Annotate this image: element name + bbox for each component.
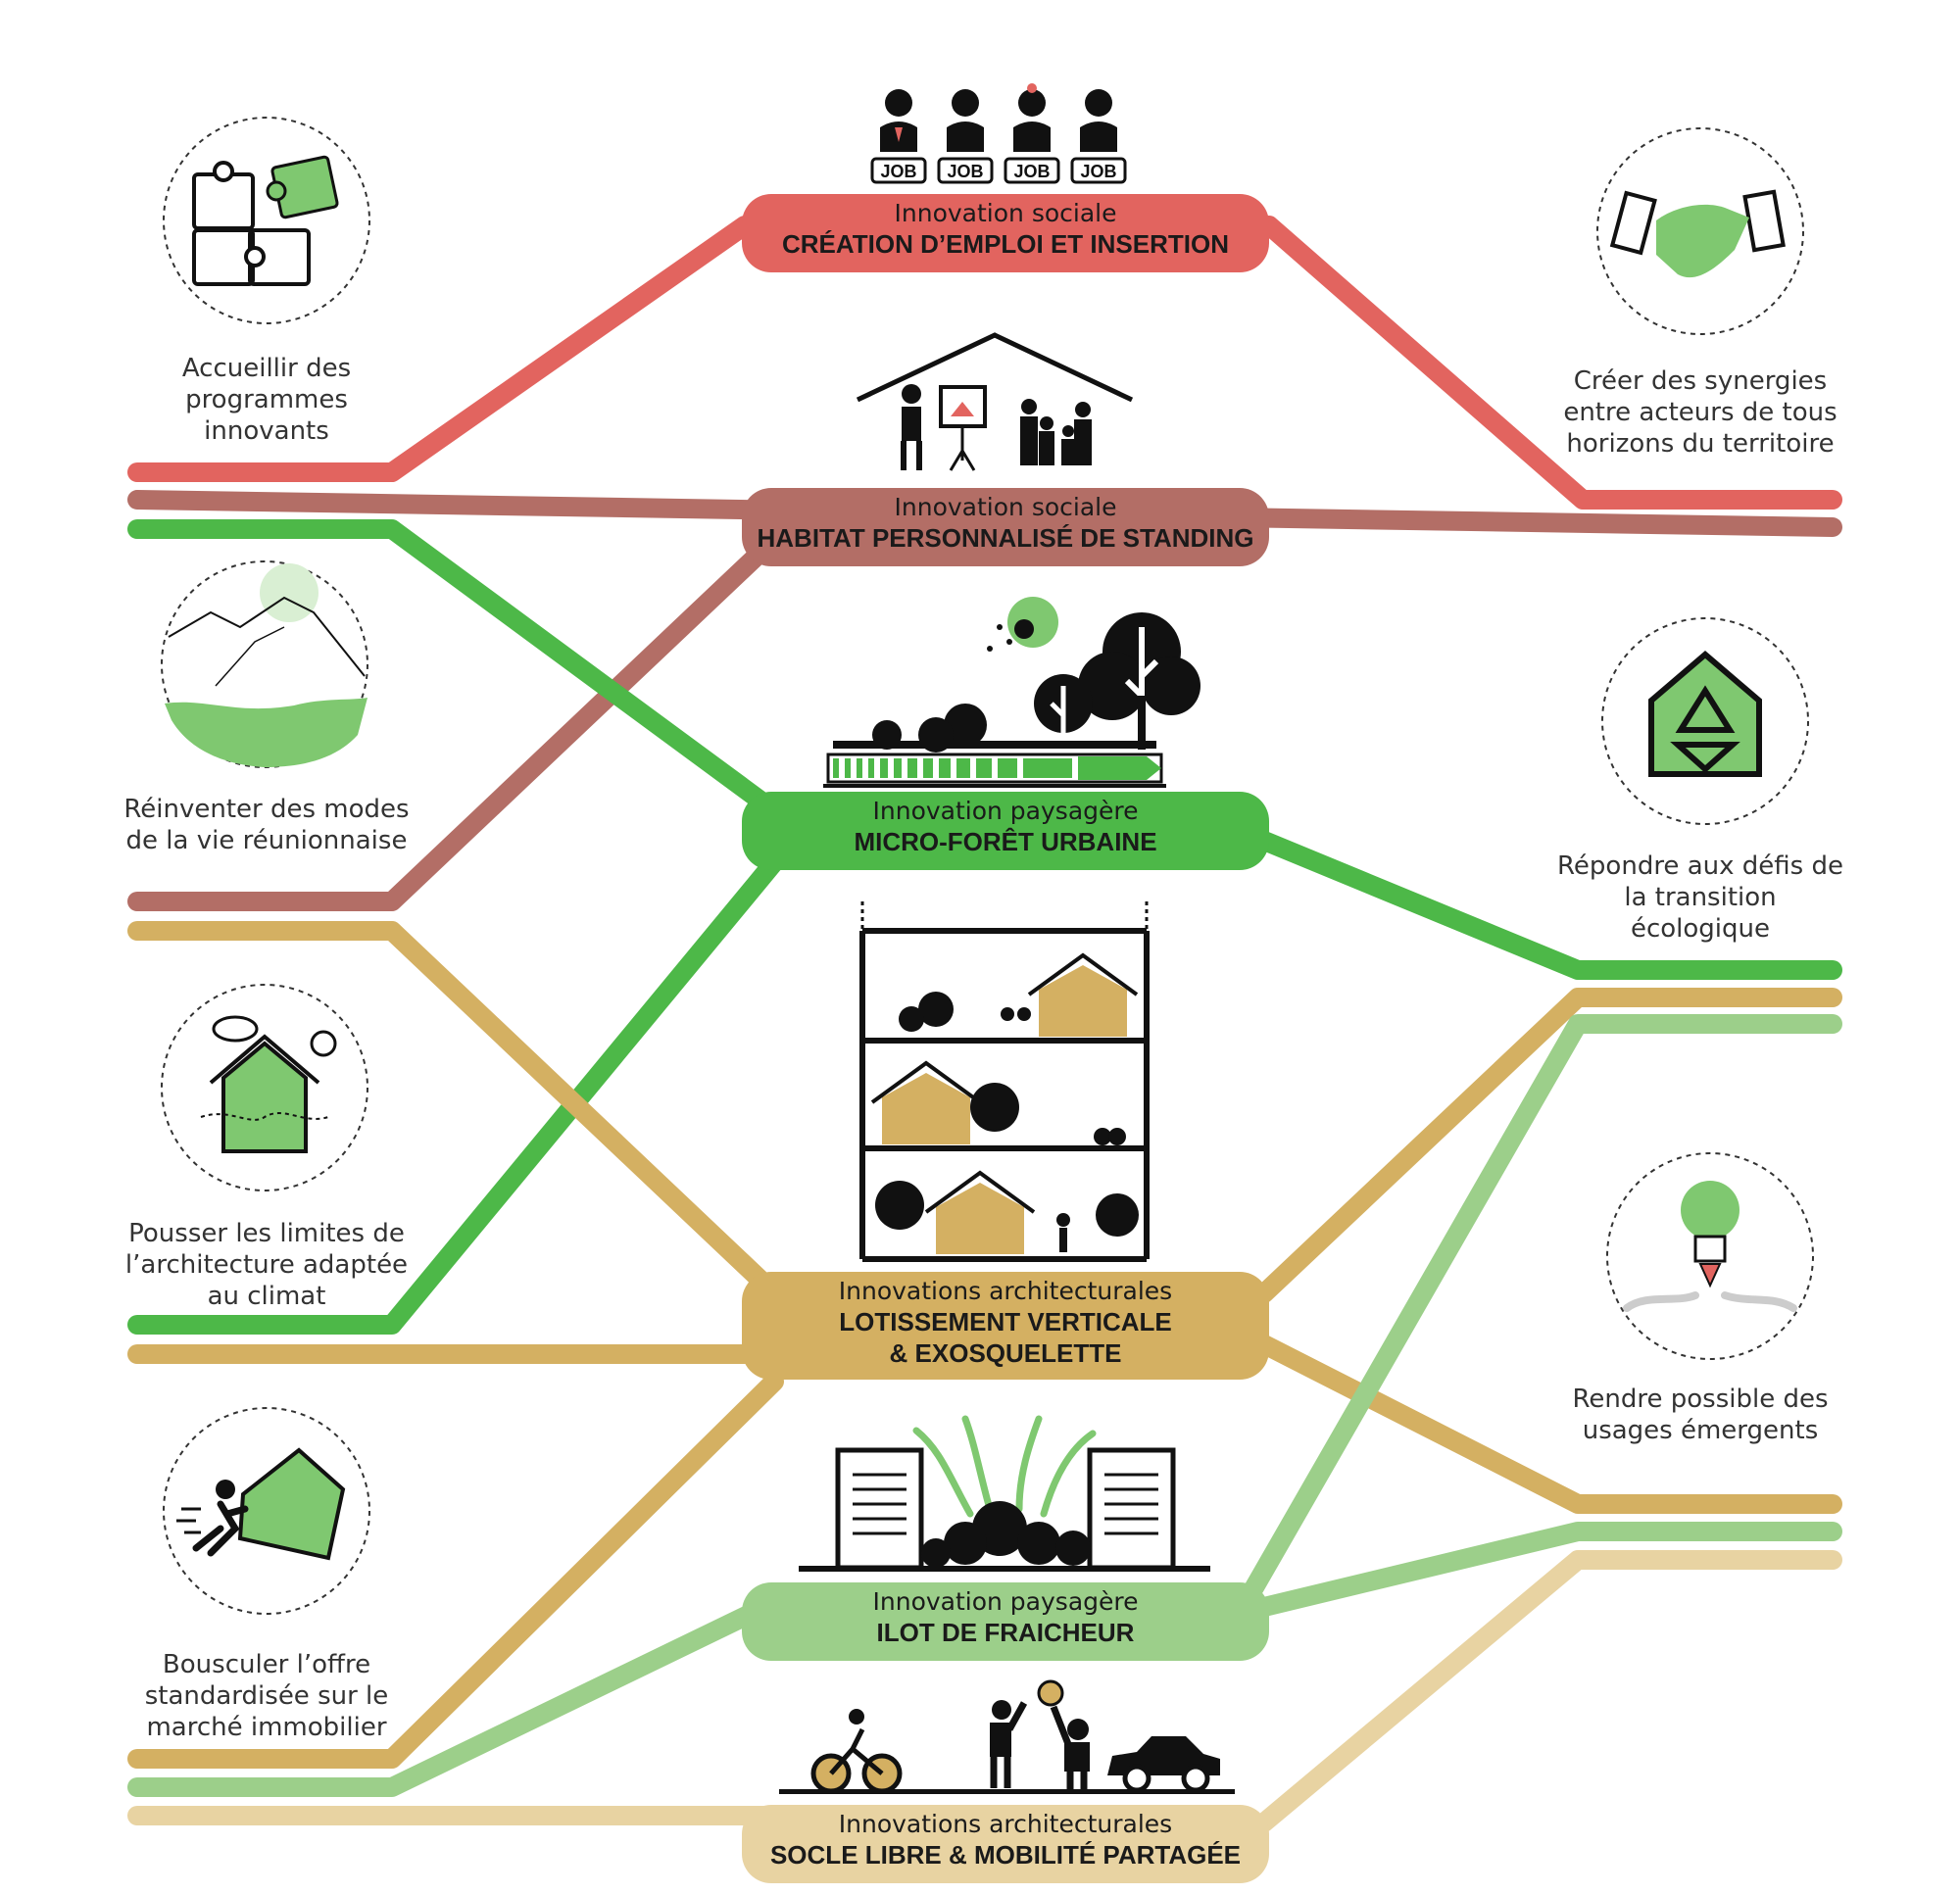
line-ilot-right-top (1245, 1014, 1842, 1597)
goal-text-programmes: Accueillir des programmes innovants (181, 354, 352, 446)
innovation-title: SOCLE LIBRE & MOBILITÉ PARTAGÉE (769, 1840, 1242, 1870)
recycle-house-icon (1648, 651, 1762, 777)
line-lotissement-left-top (127, 921, 774, 1293)
goal-circle-push (163, 1407, 370, 1615)
innovation-title: MICRO-FORÊT URBAINE (854, 827, 1157, 856)
job-badge-3 (1004, 157, 1060, 184)
innovation-category: Innovations architecturales (838, 1277, 1173, 1305)
line-foret-right (1254, 831, 1842, 980)
pill-bg-ilot (742, 1582, 1269, 1661)
job-badge-2 (937, 157, 994, 184)
goal-circle-handshake (1596, 127, 1804, 335)
innovation-title: HABITAT PERSONNALISÉ DE STANDING (757, 523, 1254, 553)
vertical-housing-icon (859, 901, 1150, 1262)
line-emploi-right (1259, 216, 1842, 510)
job-badge-1 (870, 157, 927, 184)
innovation-pill-emploi: Innovation sociale CRÉATION D’EMPLOI ET … (742, 199, 1269, 260)
innovation-pill-habitat: Innovation sociale HABITAT PERSONNALISÉ … (742, 493, 1269, 554)
shared-mobility-icon (779, 1679, 1235, 1794)
innovation-title: ILOT DE FRAICHEUR (876, 1618, 1135, 1647)
line-ilot-left (127, 1597, 774, 1797)
pill-bg-lotissement (742, 1272, 1269, 1380)
person-pushing-house-icon (176, 1447, 346, 1561)
line-foret-left-bottom (127, 852, 784, 1335)
innovation-pill-lotissement: Innovations architecturales LOTISSEMENT … (742, 1277, 1269, 1369)
pill-bg-foret (742, 792, 1269, 870)
lightbulb-rocket-icon (1623, 1181, 1797, 1312)
job-badge-text-2: JOB (947, 162, 983, 181)
goal-circle-bulb (1606, 1152, 1814, 1360)
handshake-icon (1609, 189, 1786, 278)
line-lotissement-right-top (1254, 988, 1842, 1303)
cooling-island-icon (799, 1415, 1210, 1572)
goal-circle-puzzle (163, 117, 370, 324)
job-people-icon: JOB JOB JOB JOB (870, 83, 1127, 184)
goal-text-transition-ecologique: Répondre aux défis de la transition écol… (1557, 851, 1843, 944)
micro-forest-icon (823, 597, 1200, 788)
innovation-category: Innovation sociale (894, 199, 1117, 227)
line-socle-right (1254, 1550, 1842, 1832)
line-foret-left-top (127, 519, 774, 813)
climate-house-icon (200, 1015, 337, 1153)
goal-text-architecture-climat: Pousser les limites de l’architecture ad… (124, 1219, 409, 1311)
job-badge-4 (1070, 157, 1127, 184)
mountain-landscape-icon (165, 563, 368, 767)
goal-circle-recycle (1601, 617, 1809, 825)
pill-bg-emploi (742, 194, 1269, 272)
line-habitat-left (127, 539, 774, 911)
innovation-title: LOTISSEMENT VERTICALE & EXOSQUELETTE (839, 1307, 1172, 1368)
pill-bg-habitat (742, 488, 1269, 566)
innovation-pill-foret: Innovation paysagère MICRO-FORÊT URBAINE (742, 797, 1269, 857)
innovation-category: Innovation paysagère (872, 1587, 1139, 1616)
line-emploi-left (127, 216, 755, 482)
goal-text-offre-immobiliere: Bousculer l’offre standardisée sur le ma… (144, 1650, 389, 1742)
job-badge-text-1: JOB (880, 162, 916, 181)
innovation-category: Innovation paysagère (872, 797, 1139, 825)
goal-circle-climate (161, 984, 368, 1191)
job-badge-text-4: JOB (1080, 162, 1116, 181)
job-badge-text-3: JOB (1013, 162, 1050, 181)
family-house-presentation-icon (856, 332, 1134, 471)
innovation-pill-socle: Innovations architecturales SOCLE LIBRE … (742, 1810, 1269, 1871)
innovation-category: Innovations architecturales (838, 1810, 1173, 1838)
goal-text-synergies: Créer des synergies entre acteurs de tou… (1563, 366, 1838, 459)
goal-text-modes-de-vie: Réinventer des modes de la vie réunionna… (123, 795, 410, 855)
puzzle-icon (192, 155, 339, 286)
line-lotissement-left-bottom (127, 1372, 784, 1769)
innovation-title: CRÉATION D’EMPLOI ET INSERTION (782, 229, 1229, 259)
innovation-category: Innovation sociale (894, 493, 1117, 521)
innovation-pill-ilot: Innovation paysagère ILOT DE FRAICHEUR (742, 1587, 1269, 1648)
goal-text-usages-emergents: Rendre possible des usages émergents (1572, 1385, 1829, 1445)
pill-bg-socle (742, 1805, 1269, 1883)
line-ilot-right-bottom (1254, 1522, 1842, 1617)
